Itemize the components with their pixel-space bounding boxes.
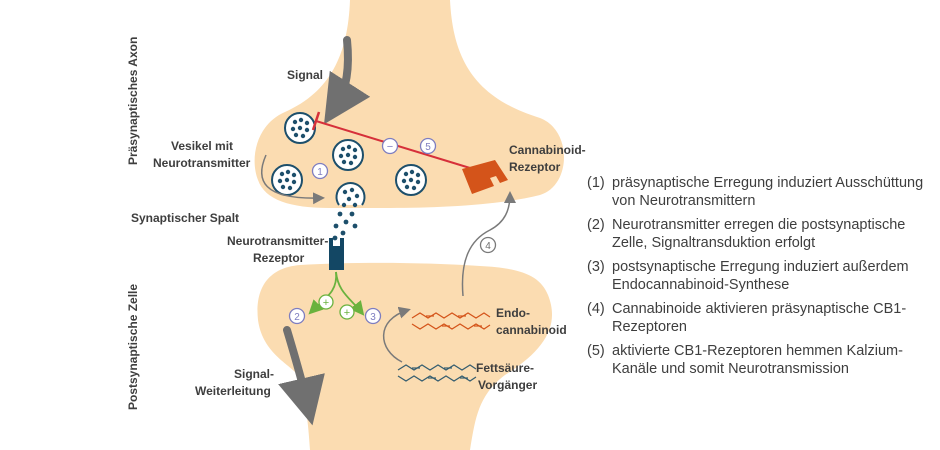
cb-receptor-label-line2: Rezeptor bbox=[509, 160, 561, 174]
step-marker-1: 1 bbox=[311, 162, 329, 180]
plus-marker: + bbox=[339, 304, 355, 320]
legend-text: Neurotransmitter erregen die postsynapti… bbox=[612, 217, 906, 251]
signal-forward-arrow bbox=[278, 326, 325, 426]
step-marker-4: 4 bbox=[479, 236, 497, 254]
vesicle-label-line1: Vesikel mit bbox=[171, 139, 233, 153]
synthesis-arrow bbox=[382, 306, 411, 363]
legend-number: (1) bbox=[587, 175, 605, 191]
step-marker-5: 5 bbox=[419, 137, 437, 155]
legend-item: (4) Cannabinoide aktivieren präsynaptisc… bbox=[587, 301, 927, 336]
retrograde-arrow bbox=[461, 191, 516, 297]
cb-receptor-label-line1: Cannabinoid- bbox=[509, 143, 586, 157]
nt-receptor-label-line1: Neurotransmitter- bbox=[227, 234, 328, 248]
neurotransmitter-dots bbox=[332, 211, 358, 241]
step-marker-2: 2 bbox=[288, 307, 306, 325]
vesicle bbox=[395, 164, 427, 196]
cleft-label: Synaptischer Spalt bbox=[131, 211, 239, 225]
legend-text: aktivierte CB1-Rezeptoren hemmen Kalzium… bbox=[612, 343, 903, 377]
releasing-vesicle bbox=[335, 182, 366, 208]
side-label-postsynaptic: Postsynaptische Zelle bbox=[126, 284, 140, 410]
fatty-acid-label-line2: Vorgänger bbox=[478, 378, 537, 392]
legend-item: (2) Neurotransmitter erregen die postsyn… bbox=[587, 217, 927, 252]
inhibition-minus: − bbox=[381, 137, 399, 155]
signal-label: Signal bbox=[287, 68, 323, 82]
signal-forward-label-line2: Weiterleitung bbox=[195, 384, 271, 398]
legend-text: Cannabinoide aktivieren präsynaptische C… bbox=[612, 301, 907, 335]
endocannabinoid-label-line2: cannabinoid bbox=[496, 323, 567, 337]
signal-arrow bbox=[324, 36, 371, 125]
side-label-presynaptic: Präsynaptisches Axon bbox=[126, 37, 140, 165]
vesicle bbox=[271, 164, 303, 196]
legend-number: (5) bbox=[587, 343, 605, 359]
endocannabinoid-label-line1: Endo- bbox=[496, 306, 530, 320]
svg-text:+: + bbox=[323, 297, 329, 309]
plus-marker: + bbox=[318, 294, 334, 310]
neurotransmitter-receptor bbox=[329, 238, 344, 270]
legend-item: (5) aktivierte CB1-Rezeptoren hemmen Kal… bbox=[587, 343, 927, 378]
cannabinoid-receptor bbox=[462, 160, 508, 194]
svg-text:+: + bbox=[344, 307, 350, 319]
svg-text:−: − bbox=[387, 141, 393, 153]
legend-item: (3) postsynaptische Erregung induziert a… bbox=[587, 259, 927, 294]
svg-text:2: 2 bbox=[294, 312, 300, 323]
endocannabinoid-molecule bbox=[411, 312, 491, 330]
legend-text: präsynaptische Erregung induziert Aussch… bbox=[612, 175, 924, 209]
presynaptic-axon bbox=[254, 0, 564, 208]
signal-branch bbox=[308, 271, 365, 316]
legend-item: (1) präsynaptische Erregung induziert Au… bbox=[587, 175, 927, 210]
fatty-acid-label-line1: Fettsäure- bbox=[476, 361, 534, 375]
svg-text:1: 1 bbox=[317, 167, 323, 178]
svg-text:5: 5 bbox=[425, 142, 431, 153]
vesicle-arrow bbox=[260, 154, 325, 205]
legend-text: postsynaptische Erregung induziert außer… bbox=[612, 259, 909, 293]
legend-number: (3) bbox=[587, 259, 605, 275]
fatty-acid-molecule bbox=[397, 364, 477, 382]
vesicle bbox=[284, 112, 316, 144]
svg-text:4: 4 bbox=[485, 241, 491, 252]
nt-receptor-label-line2: Rezeptor bbox=[253, 251, 305, 265]
vesicle bbox=[332, 139, 364, 171]
svg-text:3: 3 bbox=[370, 312, 376, 323]
legend-number: (4) bbox=[587, 301, 605, 317]
legend-number: (2) bbox=[587, 217, 605, 233]
postsynaptic-cell bbox=[257, 262, 553, 450]
step-marker-3: 3 bbox=[364, 307, 382, 325]
signal-forward-label-line1: Signal- bbox=[234, 367, 274, 381]
legend: (1) präsynaptische Erregung induziert Au… bbox=[587, 175, 927, 385]
vesicle-label-line2: Neurotransmitter bbox=[153, 156, 251, 170]
